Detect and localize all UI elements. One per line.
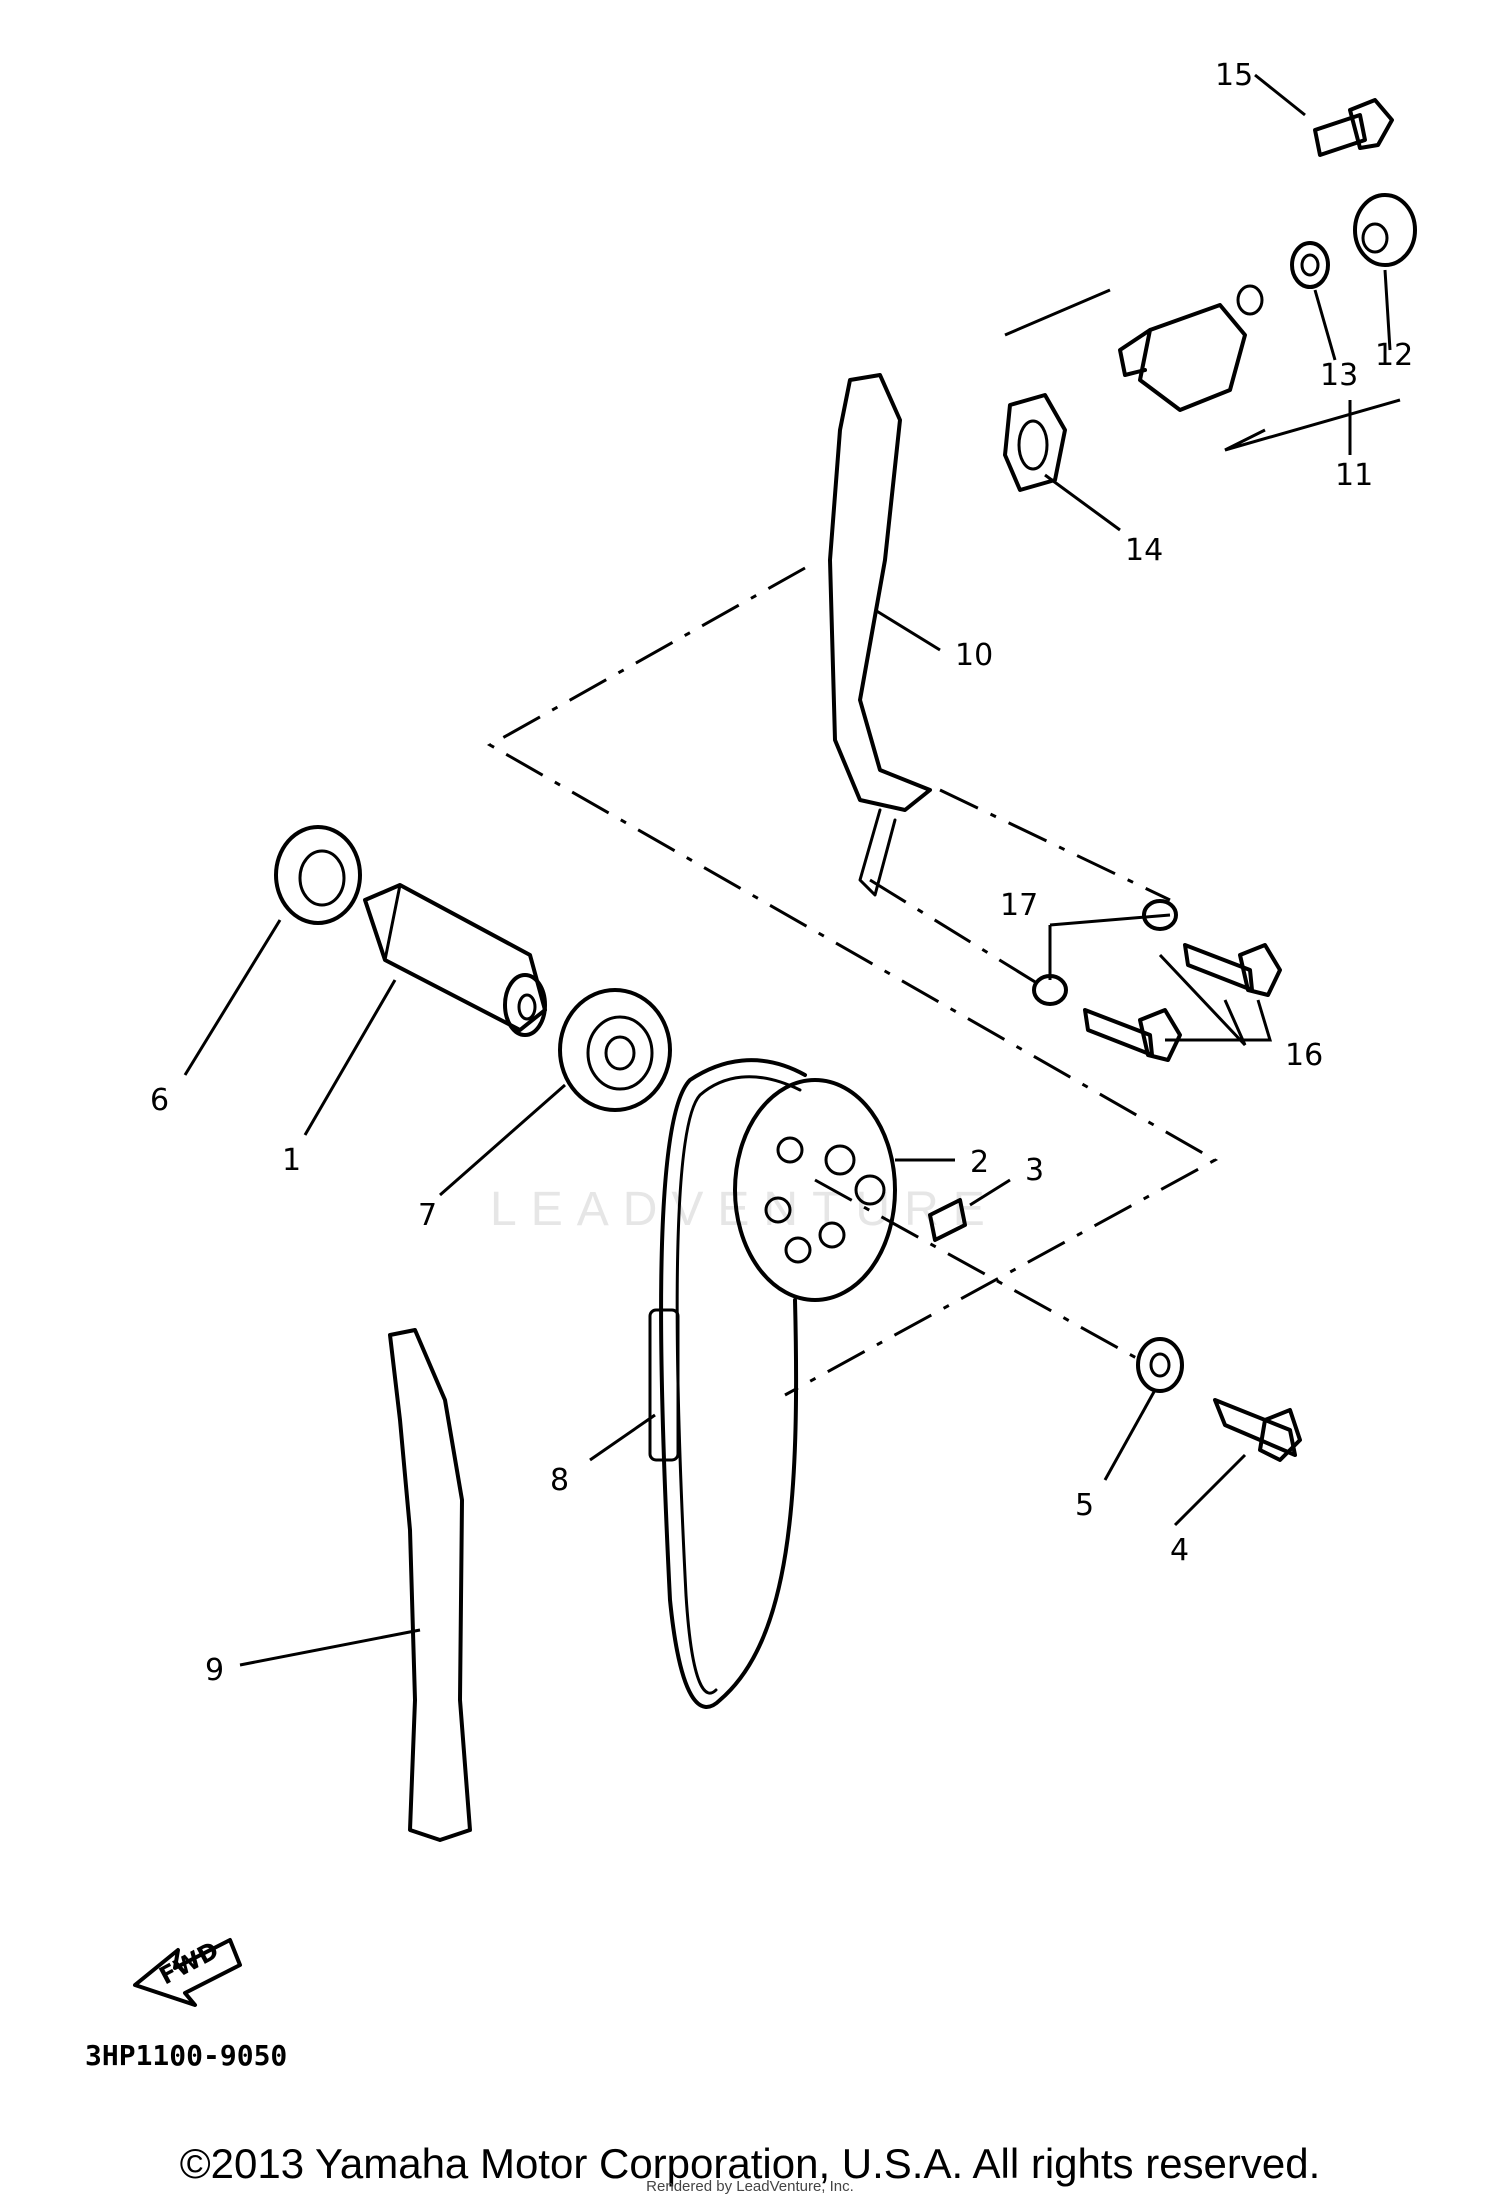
label-part-4: 4 <box>1170 1533 1189 1568</box>
camshaft <box>363 883 547 1037</box>
tensioner-gasket <box>1003 393 1067 492</box>
label-part-7: 7 <box>418 1198 437 1233</box>
label-part-6: 6 <box>150 1083 169 1118</box>
dowel-pin <box>928 1198 967 1242</box>
bearing-left <box>274 825 362 925</box>
label-part-14: 14 <box>1125 533 1163 568</box>
cam-sprocket <box>733 1078 897 1302</box>
chain-guide-front <box>388 1328 472 1842</box>
part-code: 3HP1100-9050 <box>85 2039 287 2072</box>
label-part-15: 15 <box>1215 58 1253 93</box>
tensioner-bolt <box>1313 98 1394 157</box>
guide-bolt-upper <box>1183 943 1282 997</box>
label-part-17: 17 <box>1000 888 1038 923</box>
label-part-9: 9 <box>205 1653 224 1688</box>
tensioner-cap-bolt <box>1353 193 1417 267</box>
leader-lines <box>183 73 1401 1667</box>
chain-tensioner <box>1118 284 1264 412</box>
tensioner-washer <box>1290 241 1330 289</box>
label-part-3: 3 <box>1025 1153 1044 1188</box>
guide-bolt-lower <box>1083 1008 1182 1062</box>
label-part-12: 12 <box>1375 338 1413 373</box>
label-part-5: 5 <box>1075 1488 1094 1523</box>
label-part-13: 13 <box>1320 358 1358 393</box>
label-part-16: 16 <box>1285 1038 1323 1073</box>
fwd-label: FWD <box>155 1936 224 1990</box>
copyright-notice: ©2013 Yamaha Motor Corporation, U.S.A. A… <box>179 2140 1321 2187</box>
cam-chain <box>648 1058 807 1709</box>
watermark: LEADVENTURE <box>490 1183 999 1236</box>
chain-guide-rear <box>828 373 932 897</box>
label-part-11: 11 <box>1335 458 1373 493</box>
assembly-outline <box>486 566 1219 1397</box>
fwd-arrow: FWD <box>133 1936 242 2007</box>
label-part-1: 1 <box>282 1143 301 1178</box>
rendered-by: Rendered by LeadVenture, Inc. <box>646 2178 854 2195</box>
washer-bottom <box>1136 1337 1184 1393</box>
label-part-10: 10 <box>955 638 993 673</box>
label-part-8: 8 <box>550 1463 569 1498</box>
sprocket-bolt <box>1213 1398 1302 1462</box>
bearing-right <box>558 988 672 1112</box>
label-part-2: 2 <box>970 1145 989 1180</box>
